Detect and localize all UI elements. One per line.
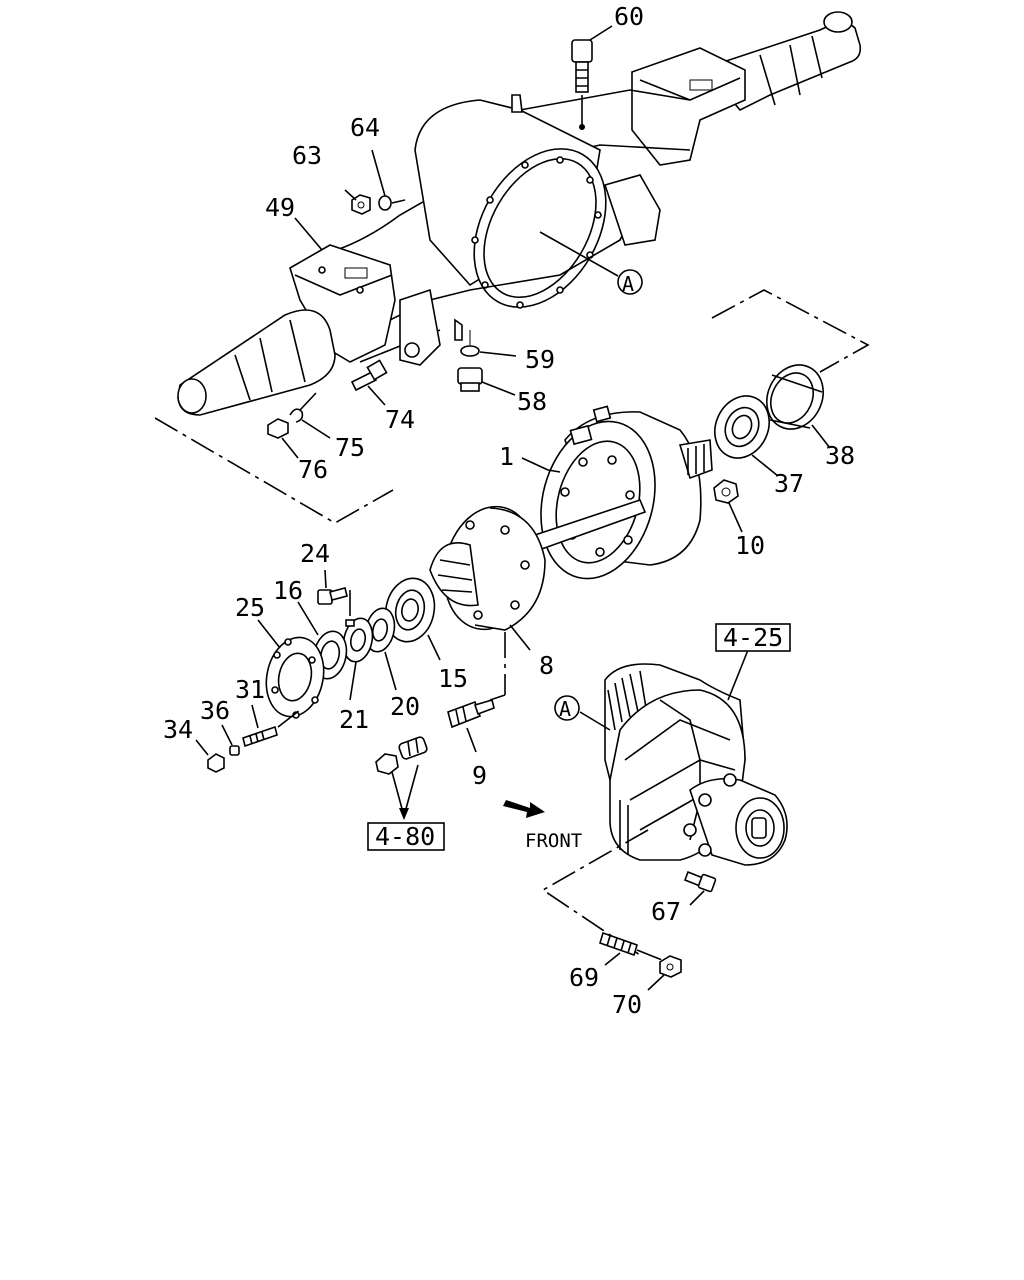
bolt-60	[571, 39, 593, 130]
bearing-group-bracket	[711, 289, 870, 373]
callout-36: 36	[200, 696, 230, 725]
washer-59	[460, 345, 480, 357]
callout-a-top: A	[622, 272, 634, 296]
bolt-67	[683, 870, 717, 893]
callout-1: 1	[499, 442, 514, 471]
callout-38: 38	[825, 441, 855, 470]
lock-washer-21	[342, 617, 374, 663]
nut-70	[659, 955, 682, 978]
callout-21: 21	[339, 705, 369, 734]
bearing-37	[714, 395, 770, 459]
washer-64	[378, 195, 392, 211]
axle-housing	[177, 11, 862, 416]
callout-16: 16	[273, 576, 303, 605]
callout-20: 20	[390, 692, 420, 721]
bolt-24	[317, 587, 348, 605]
bearing-15	[384, 577, 436, 643]
callout-60: 60	[614, 2, 644, 31]
callout-70: 70	[612, 990, 642, 1019]
callout-34: 34	[163, 715, 193, 744]
reference-4-25-label: 4-25	[723, 623, 783, 652]
front-direction-label: FRONT	[525, 830, 582, 852]
differential-carrier	[604, 663, 788, 866]
washer-36	[229, 745, 240, 756]
callout-24: 24	[300, 539, 330, 568]
bolt-74	[350, 359, 388, 392]
hub-8	[429, 505, 546, 631]
reference-box-4-25[interactable]: 4-25	[715, 623, 791, 652]
stud-31	[242, 725, 278, 748]
callout-74: 74	[385, 405, 415, 434]
front-arrow-icon	[503, 800, 545, 818]
plug-9	[447, 698, 495, 729]
callout-8: 8	[539, 651, 554, 680]
oil-seal-38	[766, 364, 824, 430]
nut-63	[351, 194, 371, 215]
callout-69: 69	[569, 963, 599, 992]
callout-9: 9	[472, 761, 487, 790]
nut-10	[713, 479, 739, 504]
nut-76	[267, 418, 289, 439]
callout-a-bottom: A	[559, 697, 571, 721]
washer-75	[289, 408, 304, 423]
callout-58: 58	[517, 387, 547, 416]
nut-34	[207, 753, 225, 773]
callout-49: 49	[265, 193, 295, 222]
callout-63: 63	[292, 141, 322, 170]
reference-box-4-80[interactable]: 4-80	[367, 822, 445, 851]
callout-59: 59	[525, 345, 555, 374]
callout-10: 10	[735, 531, 765, 560]
callout-67: 67	[651, 897, 681, 926]
plug-4-80	[375, 736, 428, 775]
reference-4-80-label: 4-80	[375, 822, 435, 851]
callout-15: 15	[438, 664, 468, 693]
callout-31: 31	[235, 675, 265, 704]
callout-37: 37	[774, 469, 804, 498]
stud-69	[599, 931, 638, 957]
nut-58	[457, 367, 483, 392]
callout-25: 25	[235, 593, 265, 622]
callout-75: 75	[335, 433, 365, 462]
callout-64: 64	[350, 113, 380, 142]
callout-76: 76	[298, 455, 328, 484]
housing-group-bracket	[154, 417, 394, 524]
brake-drum-1	[540, 405, 713, 580]
